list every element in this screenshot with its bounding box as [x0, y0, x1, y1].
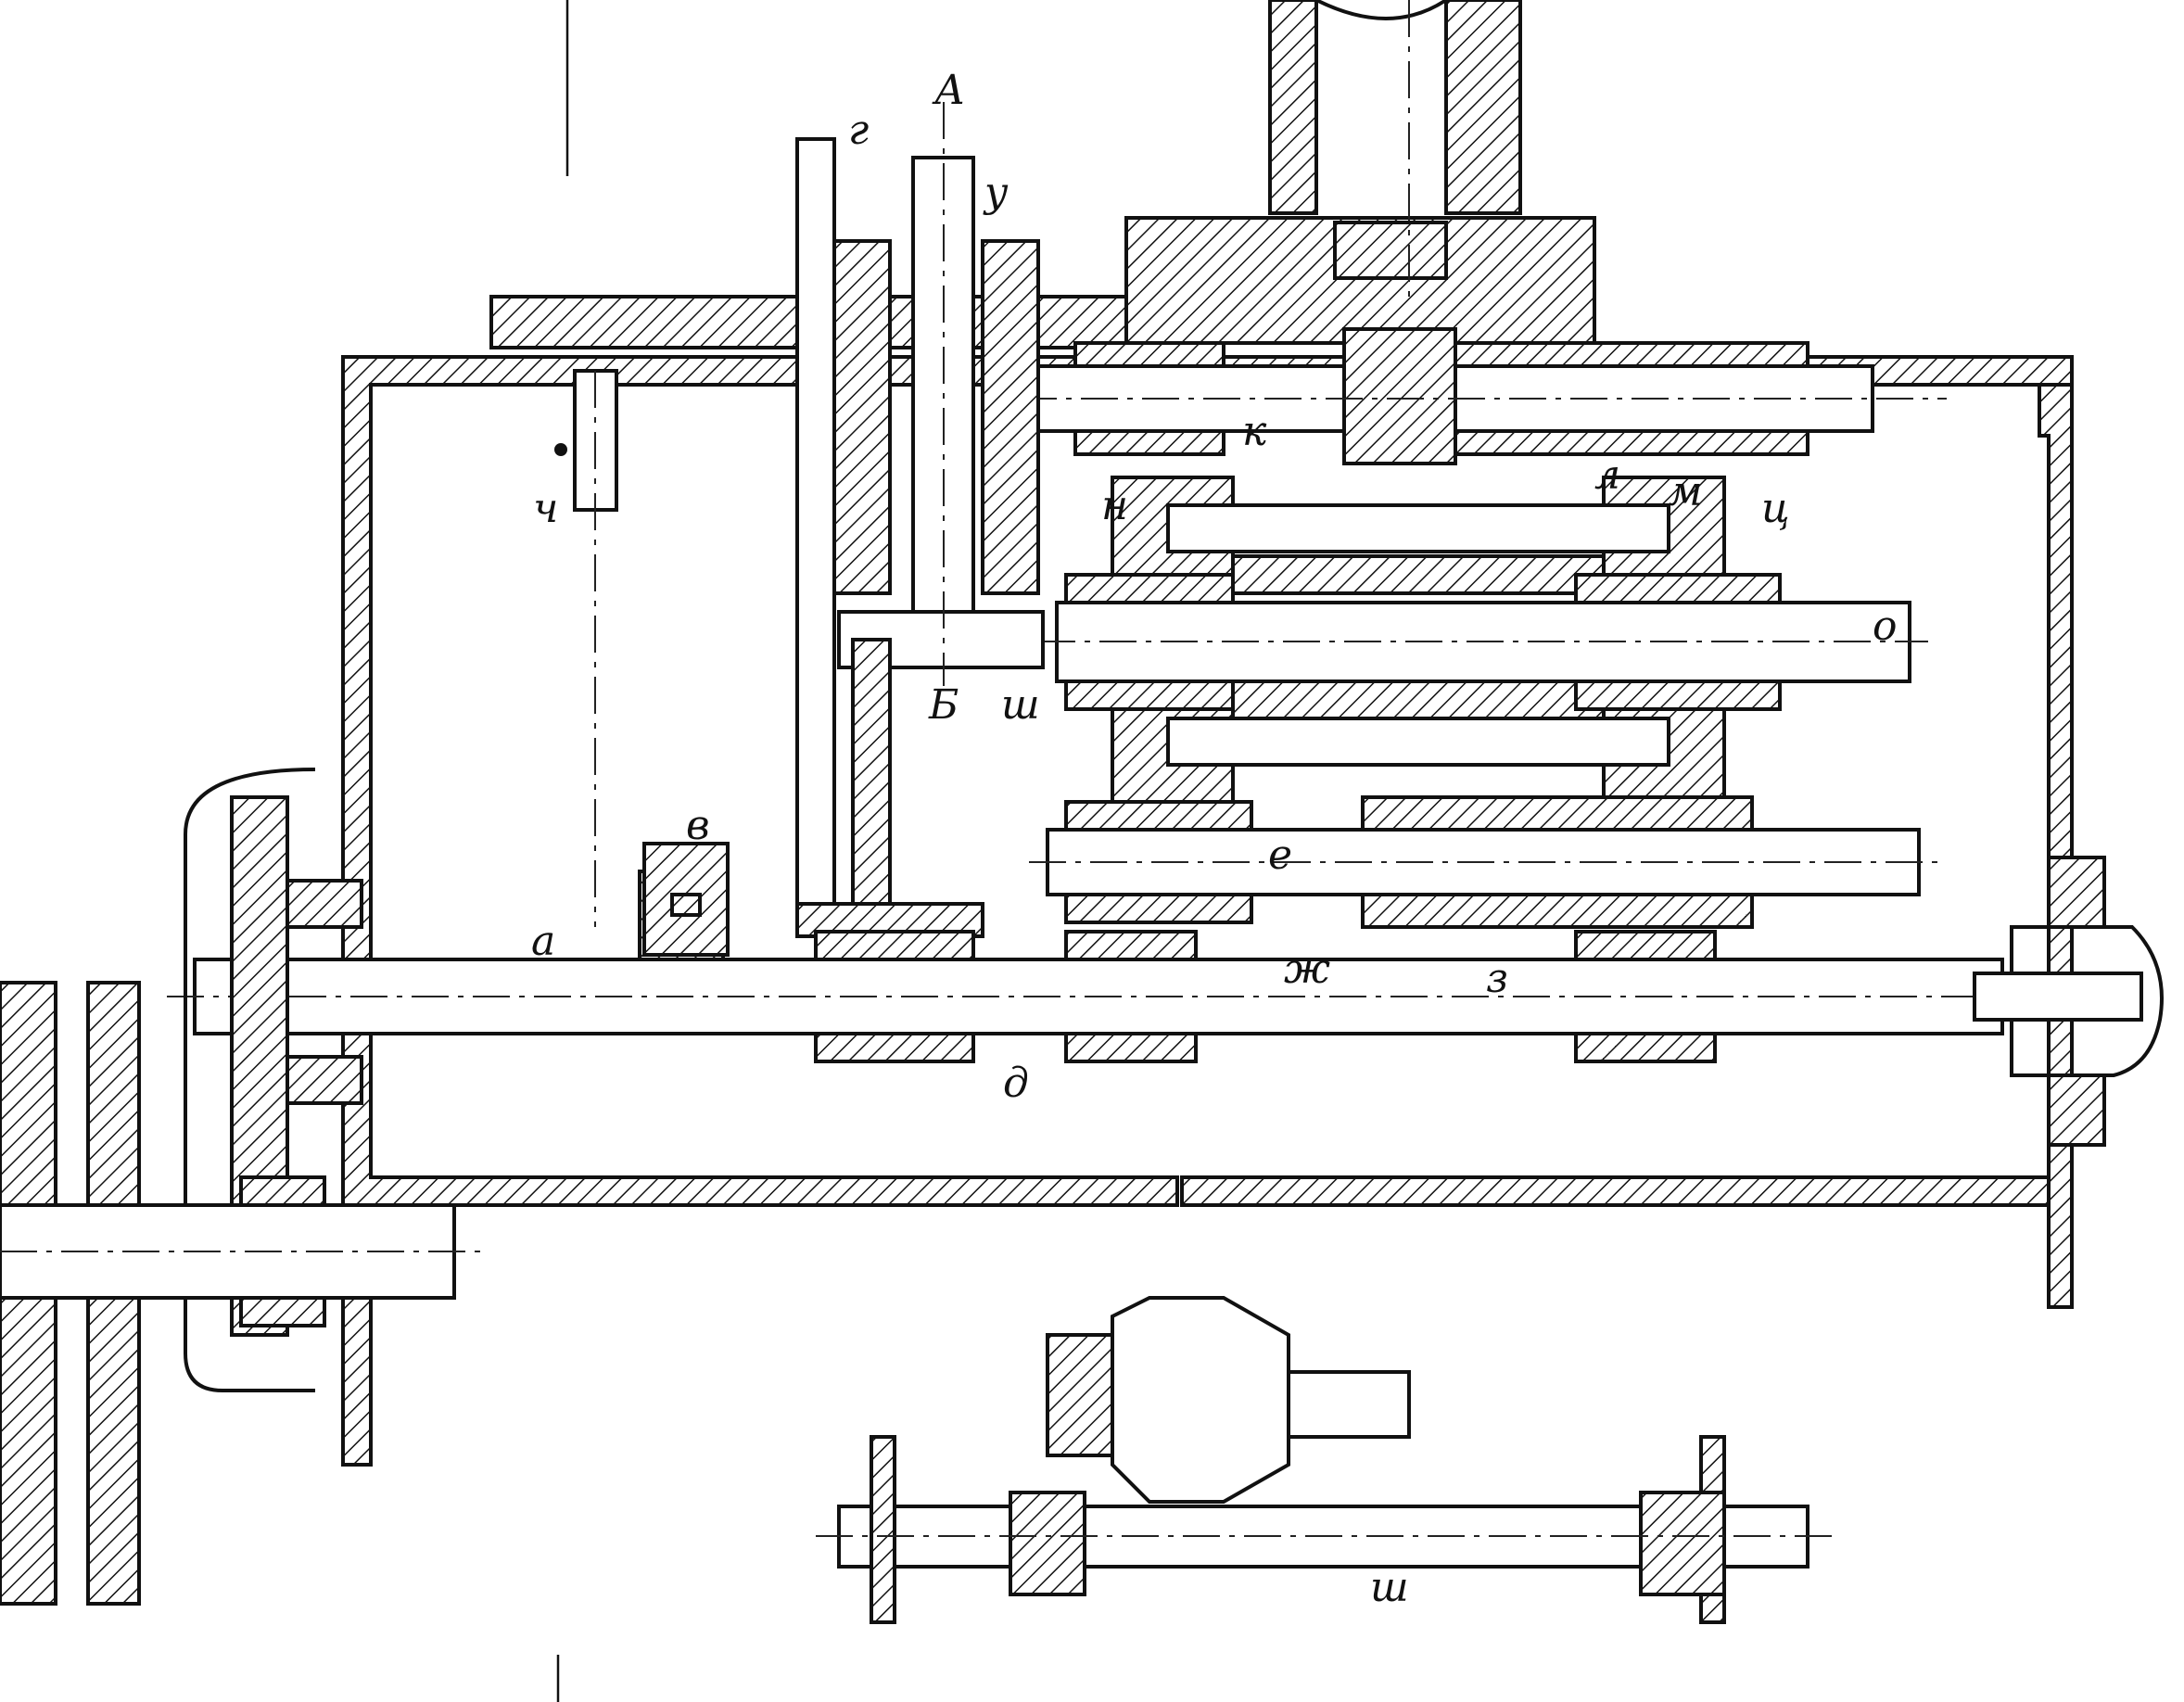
label-m: м [1669, 468, 1702, 515]
upper-shaft [1020, 327, 1947, 465]
clutch-v [642, 842, 730, 957]
pulley-ch [554, 369, 618, 927]
label-A: А [932, 67, 965, 114]
label-o: о [1873, 603, 1898, 650]
lower-gear-shaft [1029, 795, 1937, 929]
label-k: к [1242, 408, 1267, 455]
label-b: Б [928, 681, 959, 729]
label-l: л [1594, 451, 1620, 499]
vertical-rod [795, 137, 984, 938]
top-cover [489, 0, 1596, 349]
label-v: в [686, 802, 710, 849]
vertical-shaft [832, 102, 1045, 686]
label-a: а [531, 918, 555, 965]
label-ts: ц [1761, 485, 1790, 532]
label-d: д [1003, 1060, 1029, 1107]
label-g: г [848, 107, 869, 154]
label-e: е [1268, 832, 1292, 879]
construction-lines [556, 0, 1410, 1702]
label-sh-bottom: ш [1370, 1564, 1409, 1611]
middle-shaft [1038, 573, 1928, 711]
label-zh: ж [1284, 946, 1330, 993]
label-u: у [983, 169, 1009, 216]
label-z: з [1486, 955, 1508, 1002]
label-n: н [1101, 482, 1128, 529]
detail-shaft [816, 1296, 1835, 1624]
label-sh-top: ш [1001, 681, 1040, 729]
label-ch: ч [533, 485, 558, 532]
right-bearing [1973, 856, 2164, 1147]
handwheel [0, 981, 482, 1606]
